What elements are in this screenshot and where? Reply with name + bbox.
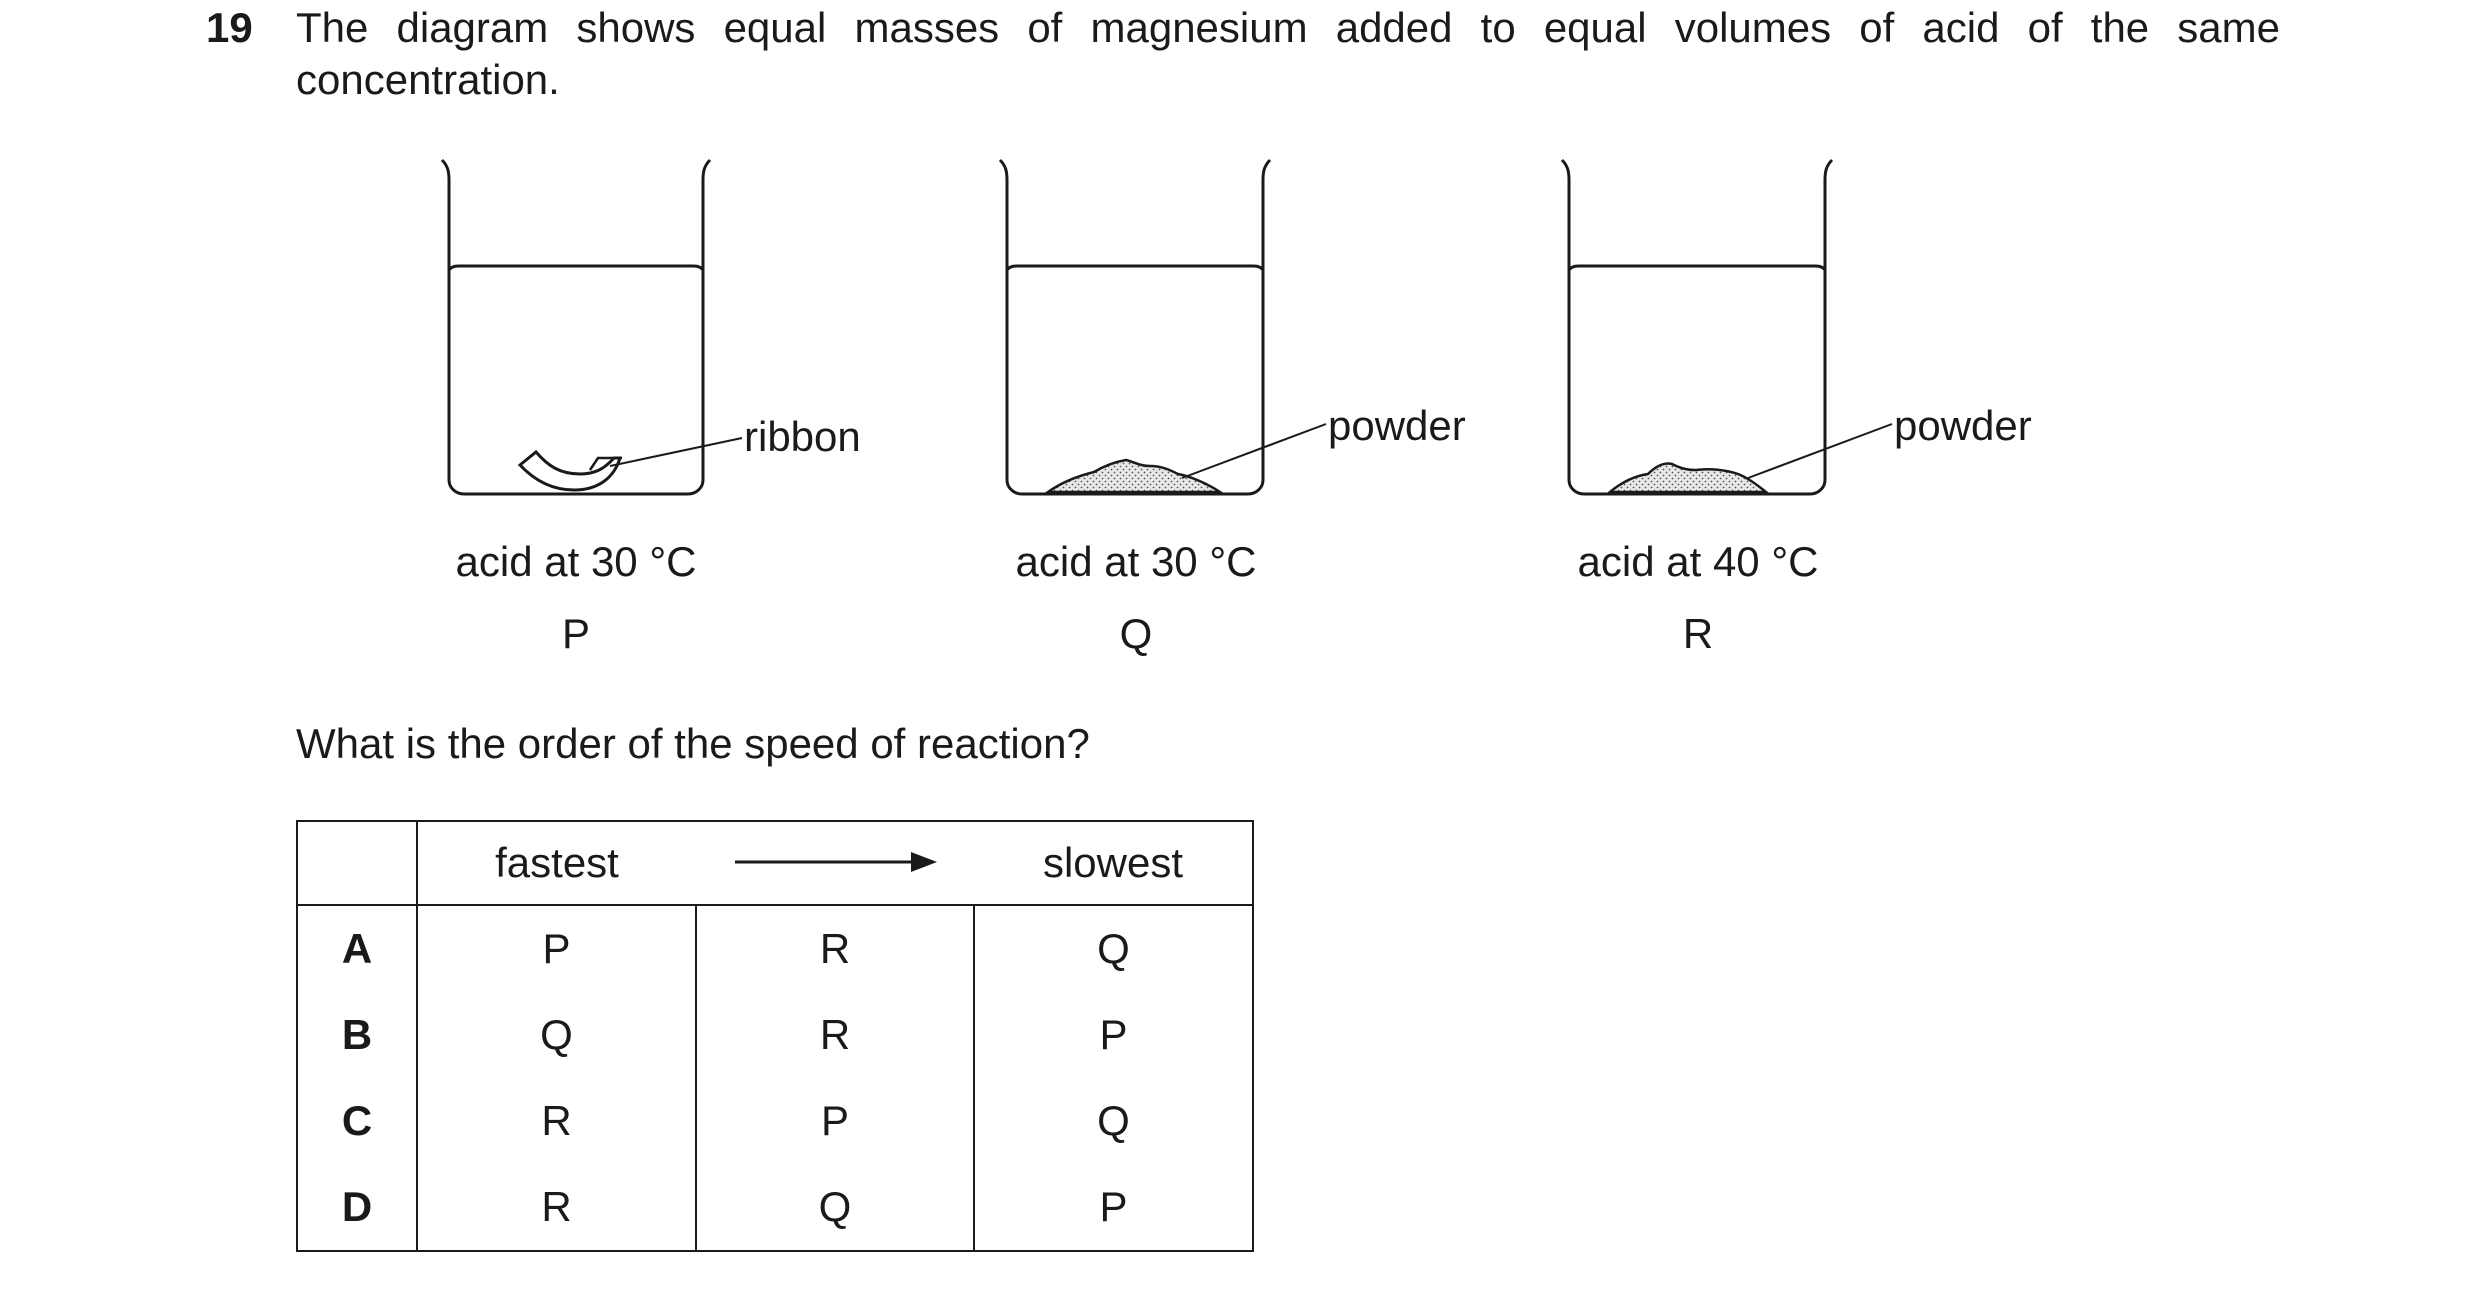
option-letter: B bbox=[296, 992, 418, 1078]
option-letter: D bbox=[296, 1164, 418, 1252]
pointer-label-ribbon: ribbon bbox=[744, 413, 861, 460]
table-cell: Q bbox=[695, 1164, 975, 1252]
beaker-p bbox=[440, 158, 743, 496]
table-cell: R bbox=[695, 992, 975, 1078]
header-blank-cell bbox=[296, 820, 418, 906]
table-cell: R bbox=[416, 1078, 697, 1164]
table-cell: R bbox=[695, 904, 975, 992]
header-fastest: fastest bbox=[416, 820, 696, 906]
beaker-q-letter: Q bbox=[1120, 610, 1153, 657]
question-number: 19 bbox=[206, 4, 253, 51]
table-cell: P bbox=[973, 1164, 1254, 1252]
beaker-r bbox=[1560, 158, 1893, 496]
table-row: B Q R P bbox=[296, 992, 1254, 1078]
option-letter: C bbox=[296, 1078, 418, 1164]
options-table: fastest slowest A P R Q B Q R P C R P bbox=[296, 820, 1254, 1252]
magnesium-powder-q bbox=[1044, 458, 1225, 494]
header-slowest: slowest bbox=[974, 820, 1254, 906]
table-header-row: fastest slowest bbox=[296, 820, 1254, 906]
arrow-right-icon bbox=[735, 852, 937, 872]
header-arrow bbox=[696, 820, 974, 906]
beaker-q-condition: acid at 30 °C bbox=[1016, 538, 1257, 585]
table-cell: P bbox=[973, 992, 1254, 1078]
beaker-p-letter: P bbox=[562, 610, 590, 657]
table-cell: Q bbox=[973, 904, 1254, 992]
beaker-q bbox=[998, 158, 1327, 496]
table-row: A P R Q bbox=[296, 904, 1254, 992]
table-cell: Q bbox=[973, 1078, 1254, 1164]
beakers-diagram: ribbon acid at 30 °C P powder acid at 30… bbox=[440, 158, 2032, 657]
magnesium-ribbon bbox=[517, 449, 623, 492]
pointer-label-powder-r: powder bbox=[1894, 402, 2032, 449]
beaker-r-letter: R bbox=[1683, 610, 1713, 657]
table-cell: P bbox=[416, 904, 697, 992]
table-row: C R P Q bbox=[296, 1078, 1254, 1164]
option-letter: A bbox=[296, 904, 418, 992]
table-row: D R Q P bbox=[296, 1164, 1254, 1252]
table-cell: R bbox=[416, 1164, 697, 1252]
pointer-label-powder-q: powder bbox=[1328, 402, 1466, 449]
question-stem: The diagram shows equal masses of magnes… bbox=[296, 4, 2280, 103]
table-cell: Q bbox=[416, 992, 697, 1078]
table-cell: P bbox=[695, 1078, 975, 1164]
question-prompt: What is the order of the speed of reacti… bbox=[296, 720, 1090, 767]
magnesium-powder-r bbox=[1606, 462, 1770, 494]
beaker-r-condition: acid at 40 °C bbox=[1578, 538, 1819, 585]
beaker-p-condition: acid at 30 °C bbox=[456, 538, 697, 585]
